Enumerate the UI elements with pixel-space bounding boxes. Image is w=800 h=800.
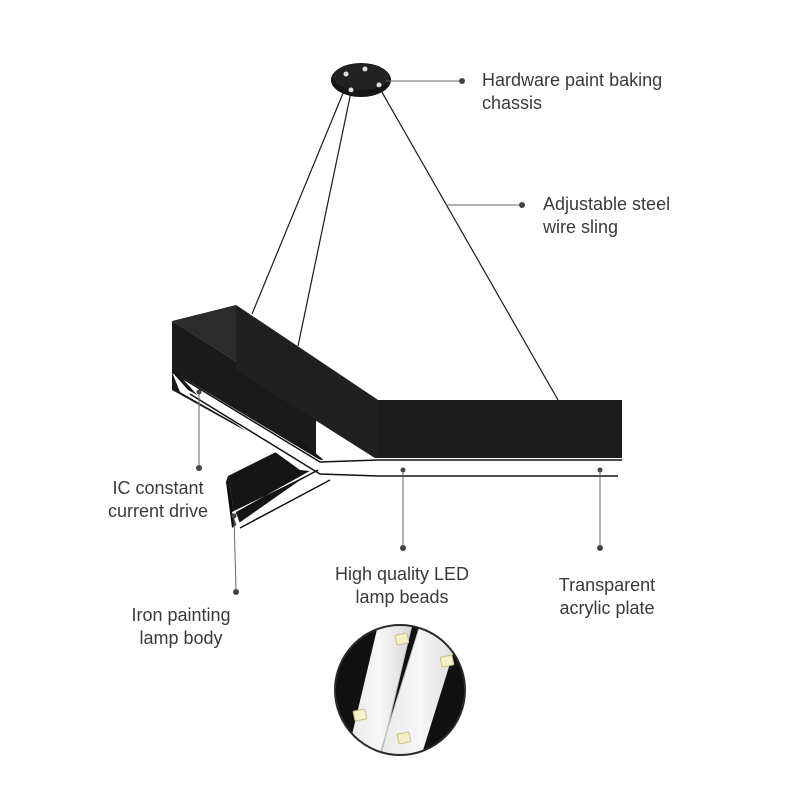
label-iron-line2: lamp body bbox=[139, 628, 223, 648]
label-ic-drive-line2: current drive bbox=[107, 501, 209, 521]
label-ic-drive: IC constant current drive bbox=[96, 477, 220, 523]
label-sling-line1: Adjustable steel bbox=[543, 194, 671, 214]
wire-sling bbox=[251, 85, 559, 401]
label-sling-line2: wire sling bbox=[543, 217, 619, 237]
leader-lines bbox=[196, 78, 603, 595]
label-iron: Iron painting lamp body bbox=[119, 604, 243, 650]
label-led: High quality LED lamp beads bbox=[322, 563, 482, 609]
label-ic-drive-line1: IC constant bbox=[112, 478, 204, 498]
label-chassis-line2: chassis bbox=[482, 93, 543, 113]
led-bead bbox=[352, 632, 455, 745]
label-acrylic-line2: acrylic plate bbox=[559, 598, 655, 618]
ceiling-chassis bbox=[331, 63, 391, 97]
label-iron-line1: Iron painting bbox=[131, 605, 231, 625]
lamp-body bbox=[171, 305, 622, 530]
label-led-line1: High quality LED bbox=[334, 564, 470, 584]
label-led-line2: lamp beads bbox=[355, 587, 449, 607]
label-chassis: Hardware paint baking chassis bbox=[482, 69, 662, 115]
label-chassis-line1: Hardware paint baking bbox=[482, 70, 663, 90]
label-acrylic-line1: Transparent bbox=[558, 575, 656, 595]
label-sling: Adjustable steel wire sling bbox=[543, 193, 670, 239]
led-zoom-detail bbox=[334, 624, 466, 756]
label-acrylic: Transparent acrylic plate bbox=[548, 574, 666, 620]
